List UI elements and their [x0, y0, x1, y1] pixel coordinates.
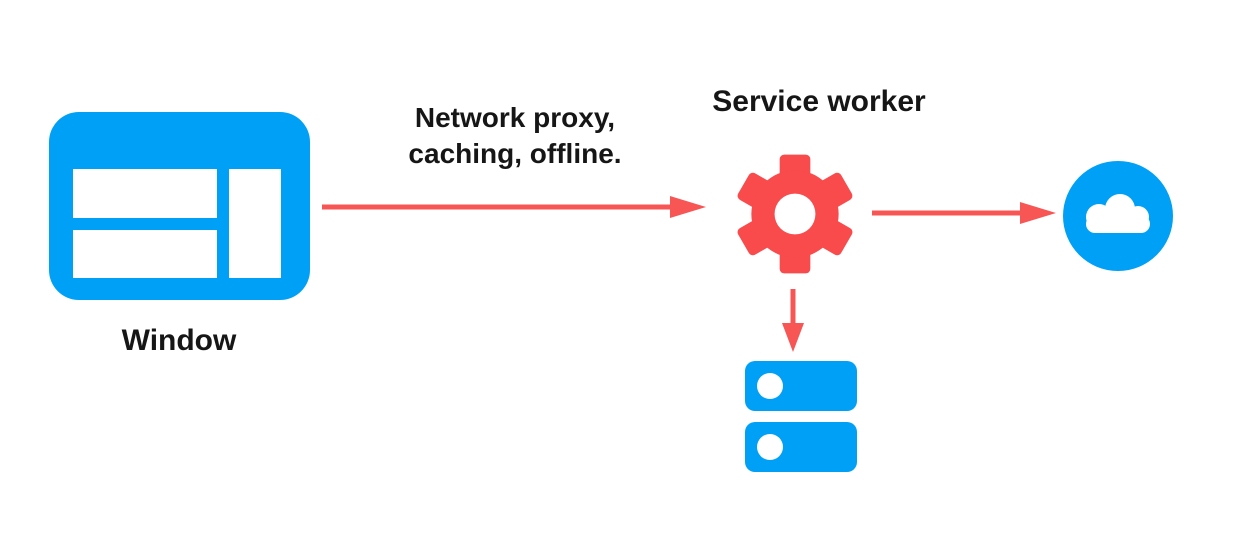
- window-content-bar-top: [73, 169, 217, 218]
- edge-label-network-proxy: Network proxy, caching, offline.: [329, 100, 701, 172]
- arrow-service-worker-to-network: [872, 202, 1056, 224]
- cloud-icon: [1063, 161, 1173, 271]
- storage-drive-bottom: [745, 422, 857, 472]
- arrow-head-icon: [1020, 202, 1056, 224]
- arrow-service-worker-to-storage: [782, 289, 804, 352]
- gear-icon: [737, 154, 853, 274]
- edge-label-line1: Network proxy,: [414, 102, 616, 133]
- service-worker-label: Service worker: [712, 85, 926, 118]
- storage-drive-light: [757, 373, 783, 399]
- cloud-glyph: [1086, 194, 1150, 233]
- gear-hub-hole: [774, 193, 816, 235]
- window-content-bar-bottom: [73, 230, 217, 278]
- arrow-window-to-service-worker: [322, 196, 706, 218]
- browser-window-icon: [49, 112, 310, 300]
- arrow-head-icon: [670, 196, 706, 218]
- edge-label-line2: caching, offline.: [408, 138, 622, 169]
- storage-drive-top: [745, 361, 857, 411]
- window-sidebar-bar: [229, 169, 281, 278]
- storage-drive-light: [757, 434, 783, 460]
- arrow-head-icon: [782, 323, 804, 352]
- window-label: Window: [121, 324, 237, 357]
